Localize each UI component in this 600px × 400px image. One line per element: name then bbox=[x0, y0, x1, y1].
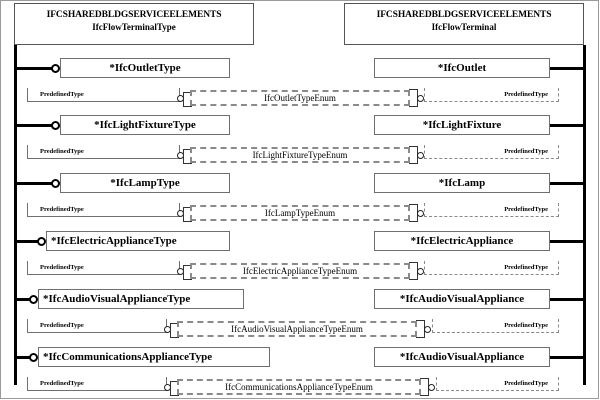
left-branch-dot-row-2 bbox=[51, 120, 60, 130]
left-branch-row-5 bbox=[14, 298, 36, 301]
left-branch-dot-row-4 bbox=[37, 236, 46, 246]
entity-left-row-3[interactable]: *IfcLampType bbox=[60, 173, 230, 193]
right-branch-row-5 bbox=[548, 298, 584, 301]
right-branch-row-1 bbox=[548, 67, 584, 70]
attribute-right-row-5: PredefinedType bbox=[432, 319, 559, 333]
right-trunk-line bbox=[583, 45, 586, 385]
attribute-right-row-4: PredefinedType bbox=[424, 261, 559, 275]
relation-hook-left-row-5 bbox=[170, 323, 179, 338]
schema-header-left: IFCSHAREDBLDGSERVICEELEMENTS IfcFlowTerm… bbox=[14, 3, 254, 45]
right-branch-row-2 bbox=[548, 124, 584, 127]
left-branch-row-4 bbox=[14, 240, 44, 243]
schema-header-left-schema: IFCSHAREDBLDGSERVICEELEMENTS bbox=[46, 10, 222, 20]
right-branch-row-6 bbox=[548, 356, 584, 359]
relation-hook-left-row-2 bbox=[183, 149, 192, 164]
enum-box-row-2[interactable]: IfcLightFixtureTypeEnum bbox=[190, 147, 410, 163]
schema-header-left-entity: IfcFlowTerminalType bbox=[92, 22, 176, 32]
left-branch-row-1 bbox=[14, 67, 58, 70]
left-branch-dot-row-1 bbox=[51, 63, 60, 73]
enum-box-row-6[interactable]: IfcCommunicationsApplianceTypeEnum bbox=[177, 379, 421, 395]
attribute-right-row-6: PredefinedType bbox=[436, 377, 559, 391]
relation-hook-left-row-3 bbox=[183, 207, 192, 222]
attribute-right-row-3: PredefinedType bbox=[424, 203, 559, 217]
enum-box-row-5[interactable]: IfcAudioVisualApplianceTypeEnum bbox=[177, 321, 417, 337]
relation-hook-left-row-1 bbox=[183, 92, 192, 107]
right-branch-row-3 bbox=[548, 182, 584, 185]
entity-right-row-2[interactable]: *IfcLightFixture bbox=[374, 115, 550, 135]
entity-left-row-5[interactable]: *IfcAudioVisualApplianceType bbox=[38, 289, 244, 309]
entity-left-row-2[interactable]: *IfcLightFixtureType bbox=[60, 115, 230, 135]
relation-ring-right-row-6 bbox=[428, 384, 435, 391]
entity-right-row-1[interactable]: *IfcOutlet bbox=[374, 58, 550, 78]
relation-ring-right-row-2 bbox=[417, 152, 424, 159]
entity-left-row-1[interactable]: *IfcOutletType bbox=[60, 58, 230, 78]
left-branch-dot-row-3 bbox=[51, 178, 60, 188]
enum-box-row-4[interactable]: IfcElectricApplianceTypeEnum bbox=[190, 263, 410, 279]
entity-right-row-4[interactable]: *IfcElectricAppliance bbox=[374, 231, 550, 251]
attribute-left-row-4: PredefinedType bbox=[27, 261, 180, 275]
attribute-left-row-3: PredefinedType bbox=[27, 203, 180, 217]
entity-right-row-6[interactable]: *IfcAudioVisualAppliance bbox=[374, 347, 550, 367]
left-branch-dot-row-6 bbox=[29, 352, 38, 362]
relation-ring-right-row-3 bbox=[417, 210, 424, 217]
left-branch-dot-row-5 bbox=[29, 294, 38, 304]
schema-header-right-entity: IfcFlowTerminal bbox=[431, 22, 497, 32]
entity-right-row-5[interactable]: *IfcAudioVisualAppliance bbox=[374, 289, 550, 309]
enum-box-row-1[interactable]: IfcOutletTypeEnum bbox=[190, 90, 410, 106]
left-trunk-line bbox=[14, 45, 17, 385]
schema-header-right-schema: IFCSHAREDBLDGSERVICEELEMENTS bbox=[376, 10, 552, 20]
enum-box-row-3[interactable]: IfcLampTypeEnum bbox=[190, 205, 410, 221]
attribute-right-row-2: PredefinedType bbox=[424, 145, 559, 159]
attribute-left-row-1: PredefinedType bbox=[27, 88, 180, 102]
relation-ring-right-row-5 bbox=[424, 326, 431, 333]
schema-header-right: IFCSHAREDBLDGSERVICEELEMENTS IfcFlowTerm… bbox=[344, 3, 584, 45]
relation-ring-right-row-4 bbox=[417, 268, 424, 275]
entity-left-row-4[interactable]: *IfcElectricApplianceType bbox=[46, 231, 230, 251]
right-branch-row-4 bbox=[548, 240, 584, 243]
left-branch-row-3 bbox=[14, 182, 58, 185]
entity-left-row-6[interactable]: *IfcCommunicationsApplianceType bbox=[38, 347, 270, 367]
attribute-left-row-5: PredefinedType bbox=[27, 319, 167, 333]
relation-ring-right-row-1 bbox=[417, 95, 424, 102]
attribute-right-row-1: PredefinedType bbox=[424, 88, 559, 102]
attribute-left-row-2: PredefinedType bbox=[27, 145, 180, 159]
entity-right-row-3[interactable]: *IfcLamp bbox=[374, 173, 550, 193]
attribute-left-row-6: PredefinedType bbox=[27, 377, 167, 391]
relation-hook-left-row-6 bbox=[170, 381, 179, 396]
left-branch-row-2 bbox=[14, 124, 58, 127]
left-branch-row-6 bbox=[14, 356, 36, 359]
relation-hook-left-row-4 bbox=[183, 265, 192, 280]
